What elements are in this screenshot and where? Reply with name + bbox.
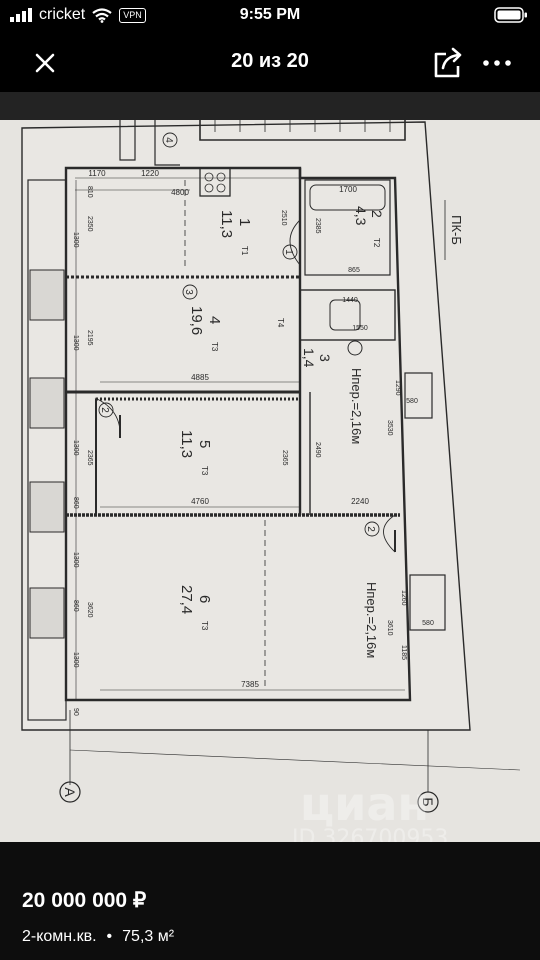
room-4-area: 19,6 <box>188 306 205 335</box>
close-button[interactable] <box>30 48 60 78</box>
plan-marker-4: 2 <box>365 526 376 532</box>
dim-33: 865 <box>348 267 360 274</box>
dim-30: 3610 <box>386 620 393 636</box>
height-label-2: Hпер.=2,16м <box>364 582 379 658</box>
carrier-name: cricket <box>39 6 86 23</box>
dim-32: 580 <box>422 620 434 627</box>
axis-marker-b <box>417 791 439 813</box>
dim-1: 1220 <box>141 169 159 178</box>
room-4-tag: T3 <box>210 342 219 352</box>
dim-2: 4800 <box>171 188 189 197</box>
dim-15: 90 <box>72 708 79 716</box>
watermark-id: ID 326700953 <box>292 826 448 842</box>
height-label-1: Hпер.=2,16м <box>349 368 364 444</box>
dim-8: 2365 <box>86 450 93 466</box>
status-bar: cricket VPN 9:55 PM <box>0 0 540 32</box>
axis-marker-a <box>59 781 81 803</box>
axis-label-b: Б <box>420 797 436 806</box>
listing-rooms: 2-комн.кв. <box>22 928 97 945</box>
dim-31: 1185 <box>400 645 407 660</box>
listing-area: 75,3 м² <box>122 928 175 945</box>
dim-27: 2490 <box>314 442 321 458</box>
dim-26: 3530 <box>386 420 393 436</box>
room-5-tag: T3 <box>200 466 209 476</box>
room-2-tag: T2 <box>372 238 381 248</box>
plan-marker-2: 3 <box>183 289 194 295</box>
listing-details: 2-комн.кв. • 75,3 м² <box>22 928 174 946</box>
dim-10: 860 <box>72 497 79 509</box>
room-2-number: 2 <box>369 210 385 218</box>
dim-17: 4760 <box>191 497 209 506</box>
more-button[interactable] <box>480 48 514 78</box>
watermark-brand: циан <box>300 777 429 831</box>
dim-7: 1300 <box>72 335 79 351</box>
close-icon <box>35 53 55 73</box>
battery-icon <box>494 7 528 28</box>
vpn-badge: VPN <box>119 7 146 23</box>
dim-24: 1290 <box>394 380 401 396</box>
share-icon <box>434 47 462 78</box>
dim-22: 1440 <box>342 297 358 304</box>
dim-16: 4885 <box>191 373 209 382</box>
status-time: 9:55 PM <box>239 6 301 23</box>
room-3-number: 3 <box>317 354 333 362</box>
dim-9: 1300 <box>72 440 79 456</box>
room-1-number: 1 <box>236 218 253 226</box>
room-5-area: 11,3 <box>178 430 195 458</box>
dim-21: 2510 <box>280 210 287 226</box>
floor-plan-image[interactable]: 4 3 2 2 1 A Б ПК-Б 1 11,3 T1 2 4,3 T2 3 … <box>0 120 540 842</box>
plan-marker-1: 4 <box>163 137 174 143</box>
dim-23: 1550 <box>352 325 368 332</box>
axis-label-a: A <box>62 787 78 797</box>
axis-label-pk: ПК-Б <box>449 215 464 245</box>
dim-11: 1300 <box>72 552 79 568</box>
room-3-tag: T4 <box>276 318 285 328</box>
dim-34: 2385 <box>314 218 321 234</box>
dim-3: 810 <box>86 186 93 198</box>
dim-13: 860 <box>72 600 79 612</box>
dim-28: 2365 <box>281 450 288 466</box>
dim-12: 3620 <box>86 602 93 618</box>
dim-4: 2350 <box>86 216 93 232</box>
dim-25: 580 <box>406 398 418 405</box>
plan-marker-5: 1 <box>283 249 294 255</box>
plan-marker-3: 2 <box>99 407 110 413</box>
room-2-area: 4,3 <box>353 206 369 226</box>
room-6-area: 27,4 <box>178 585 195 614</box>
room-6-number: 6 <box>196 595 213 603</box>
share-button[interactable] <box>430 44 466 80</box>
more-icon <box>483 60 511 66</box>
details-separator: • <box>106 928 113 945</box>
room-5-number: 5 <box>196 440 213 448</box>
dim-20: 1700 <box>339 185 357 194</box>
listing-price: 20 000 000 ₽ <box>22 889 147 912</box>
dim-14: 1300 <box>72 652 79 668</box>
dim-18: 2240 <box>351 497 369 506</box>
wifi-icon <box>92 7 112 23</box>
listing-footer: 20 000 000 ₽ 2-комн.кв. • 75,3 м² <box>0 842 540 960</box>
room-6-tag: T3 <box>200 621 209 631</box>
room-1-area: 11,3 <box>218 210 235 238</box>
image-top-band <box>0 92 540 120</box>
room-1-tag: T1 <box>240 246 249 256</box>
gallery-header: 20 из 20 <box>0 32 540 92</box>
dim-19: 7385 <box>241 680 259 689</box>
dim-5: 1300 <box>72 232 79 248</box>
dim-0: 1170 <box>88 169 106 178</box>
dim-6: 2195 <box>86 330 93 346</box>
status-left: cricket VPN <box>10 6 146 24</box>
room-3-area: 1,4 <box>301 348 317 368</box>
cellular-signal-icon <box>10 8 32 22</box>
photo-counter: 20 из 20 <box>231 50 309 72</box>
room-4-number: 4 <box>206 316 223 324</box>
dim-29: 1260 <box>400 590 407 606</box>
